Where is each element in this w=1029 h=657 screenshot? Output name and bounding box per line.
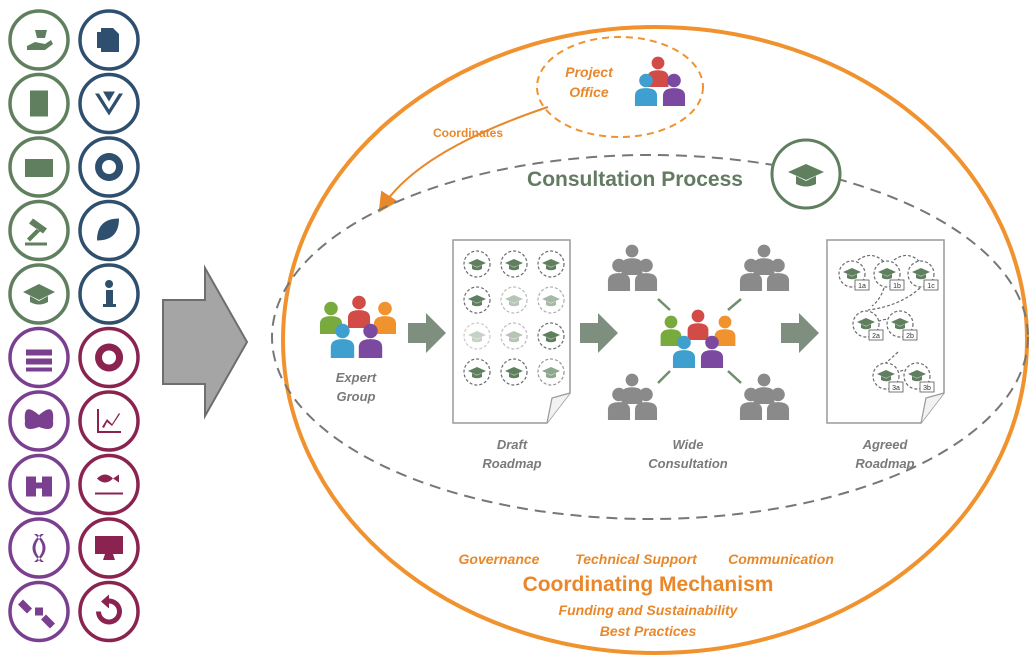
draft-cap-item [537, 250, 565, 278]
stakeholder-group-icon [607, 373, 658, 420]
draft-cap-item [463, 286, 491, 314]
books-icon [8, 326, 70, 389]
icon-grid [8, 9, 140, 643]
agreed-cap-item: 2a [852, 310, 884, 341]
roadmap-tag: 1b [893, 283, 901, 290]
governance-label: Governance [458, 551, 540, 567]
project-office-line1: Project [565, 64, 613, 80]
step-arrows [408, 313, 819, 353]
coordinates-arrow [378, 106, 549, 213]
draft-roadmap-line1: Draft [496, 437, 528, 452]
agreed-cap-item: 1c [907, 260, 939, 291]
globe-icon [78, 136, 140, 198]
funding-label: Funding and Sustainability [558, 602, 738, 618]
best-practices-label: Best Practices [599, 623, 697, 639]
roadmap-tag: 1c [927, 283, 935, 290]
agreed-roadmap-label: Agreed Roadmap [845, 435, 925, 473]
project-office-label: Project Office [556, 62, 622, 102]
draft-cap-item [500, 286, 528, 314]
trend-chart-icon [78, 390, 140, 452]
agreed-roadmap-line2: Roadmap [855, 456, 915, 471]
communication-label: Communication [728, 551, 834, 567]
agreed-roadmap-line1: Agreed [862, 437, 908, 452]
binoculars-icon [8, 453, 70, 516]
agreed-cap-item: 3a [872, 362, 904, 393]
agreed-cap-item: 3b [903, 362, 935, 393]
leaf-ruler-icon [78, 199, 140, 262]
satellite-icon [8, 580, 70, 643]
wide-consultation-group-icon [660, 309, 736, 368]
vectors-icon [78, 72, 140, 135]
server-icon [8, 136, 70, 198]
coordinating-mechanism-title: Coordinating Mechanism [522, 573, 774, 596]
consultation-arrows [657, 298, 742, 384]
dna-icon [8, 517, 70, 579]
roadmap-tag: 3b [923, 385, 931, 392]
fish-network-icon [78, 453, 140, 516]
project-office-ellipse [536, 36, 704, 138]
search-gear-icon [78, 326, 140, 389]
roadmap-tag: 2a [872, 333, 880, 340]
draft-roadmap-caps [463, 250, 565, 386]
stakeholder-group-icon [739, 373, 790, 420]
draft-cap-item [463, 358, 491, 386]
project-office-people-icon [634, 56, 686, 106]
expert-group-line2: Group [336, 389, 376, 404]
big-right-arrow [162, 264, 249, 420]
roadmap-tag: 3a [892, 385, 900, 392]
graduation-cap-icon [8, 263, 70, 325]
wide-consultation-line1: Wide [672, 437, 704, 452]
draft-cap-item [463, 250, 491, 278]
gavel-icon [8, 199, 70, 262]
draft-cap-item [463, 322, 491, 350]
draft-cap-item [537, 286, 565, 314]
hand-care-icon [8, 9, 70, 71]
consultation-process-ellipse [271, 154, 1029, 520]
draft-cap-item [537, 358, 565, 386]
agreed-roadmap-caps: 1a 1b 1c 2a 2b 3a 3b [838, 260, 939, 393]
draft-cap-item [500, 358, 528, 386]
roadmap-tag: 2b [906, 333, 914, 340]
refresh-icon [78, 580, 140, 643]
wide-consultation-line2: Consultation [648, 456, 728, 471]
agreed-cap-item: 1a [838, 260, 870, 291]
expert-group-icon [319, 295, 397, 358]
technical-support-label: Technical Support [575, 551, 697, 567]
draft-roadmap-label: Draft Roadmap [472, 435, 552, 473]
agreed-cap-item: 1b [873, 260, 905, 291]
documents-icon [78, 9, 140, 71]
expert-group-label: Expert Group [316, 368, 396, 406]
expert-group-line1: Expert [335, 370, 377, 385]
project-office-line2: Office [569, 84, 609, 100]
draft-cap-item [500, 250, 528, 278]
agreed-cap-item: 2b [886, 310, 918, 341]
draft-roadmap-line2: Roadmap [482, 456, 542, 471]
wide-consultation-label: Wide Consultation [638, 435, 738, 473]
stakeholder-group-icon [607, 244, 658, 291]
coordinates-label: Coordinates [432, 126, 503, 140]
stakeholder-group-icon [739, 244, 790, 291]
roadmap-tag: 1a [858, 283, 866, 290]
draft-cap-item [500, 322, 528, 350]
consultation-process-title: Consultation Process [527, 168, 743, 191]
butterfly-icon [8, 390, 70, 452]
checklist-icon [8, 72, 70, 135]
info-icon [78, 263, 140, 325]
monitor-icon [78, 517, 140, 579]
draft-cap-item [537, 322, 565, 350]
